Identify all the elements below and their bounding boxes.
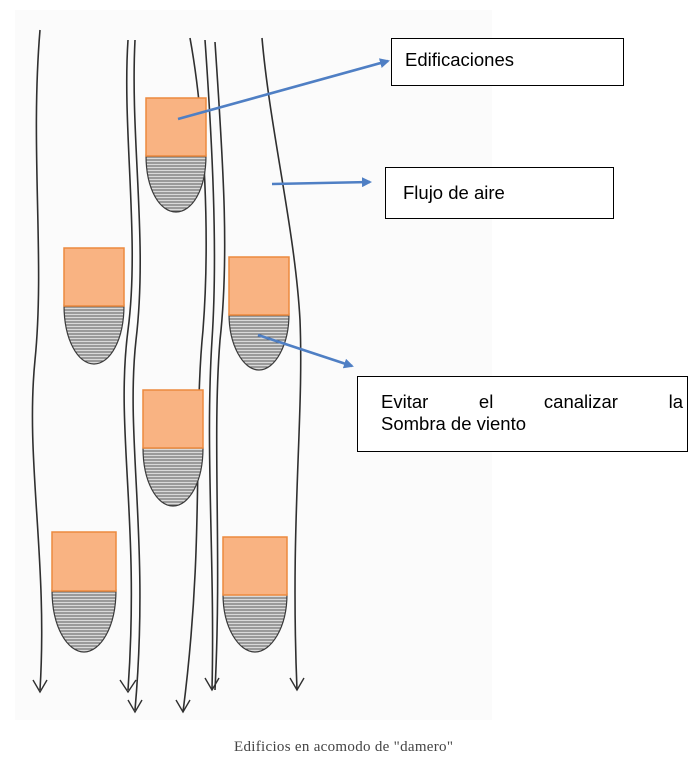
wind-shadow-1 — [145, 154, 207, 213]
flow-line-5 — [204, 39, 216, 691]
wind-shadow-5 — [51, 589, 117, 653]
callout-evitar-word: el — [478, 391, 494, 412]
building-1 — [145, 97, 207, 157]
callout-flujo-de-aire-label: Flujo de aire — [403, 182, 505, 203]
callout-evitar-word: canalizar — [543, 391, 618, 412]
callout-evitar-word: Evitar — [381, 391, 429, 412]
building-5 — [51, 531, 117, 592]
flow-line-1 — [31, 29, 43, 691]
wind-shadow-2 — [63, 304, 125, 365]
callout-edificaciones: Edificaciones — [391, 38, 624, 86]
building-4 — [142, 389, 204, 449]
arrowhead-6 — [289, 677, 305, 692]
flow-line-6 — [214, 41, 226, 691]
arrow-to-sombra-de-viento — [257, 333, 354, 369]
arrow-to-flujo-de-aire — [271, 177, 372, 188]
figure-caption: Edificios en acomodo de "damero" — [234, 739, 454, 755]
building-6 — [222, 536, 288, 596]
buildings — [51, 97, 290, 596]
flow-line-3 — [132, 39, 141, 711]
flow-line-7 — [261, 37, 302, 691]
wind-shadow-6 — [222, 593, 288, 653]
wind-shadow-3 — [228, 313, 290, 371]
arrow-to-edificaciones — [177, 58, 390, 121]
callout-edificaciones-label: Edificaciones — [405, 49, 515, 70]
arrowhead-2 — [119, 679, 137, 694]
arrowhead-3 — [127, 699, 143, 714]
callout-flujo-de-aire: Flujo de aire — [385, 167, 614, 219]
wind-shadows — [51, 154, 290, 653]
callout-arrows — [177, 58, 390, 369]
arrowhead-5 — [204, 677, 220, 692]
flow-line-2 — [123, 39, 134, 691]
callout-evitar-line-2: Sombra de viento — [381, 413, 527, 434]
wind-shadow-4 — [142, 447, 204, 507]
callout-evitar-word: la — [668, 391, 683, 412]
callout-evitar-line-1: Evitar el canalizar la — [381, 391, 683, 413]
building-2 — [63, 247, 125, 307]
arrowhead-1 — [32, 679, 48, 694]
building-3 — [228, 256, 290, 316]
callout-evitar-canalizar: Evitar el canalizar la Sombra de viento — [357, 376, 688, 452]
flow-arrowheads — [32, 677, 305, 714]
arrowhead-4 — [175, 699, 191, 714]
